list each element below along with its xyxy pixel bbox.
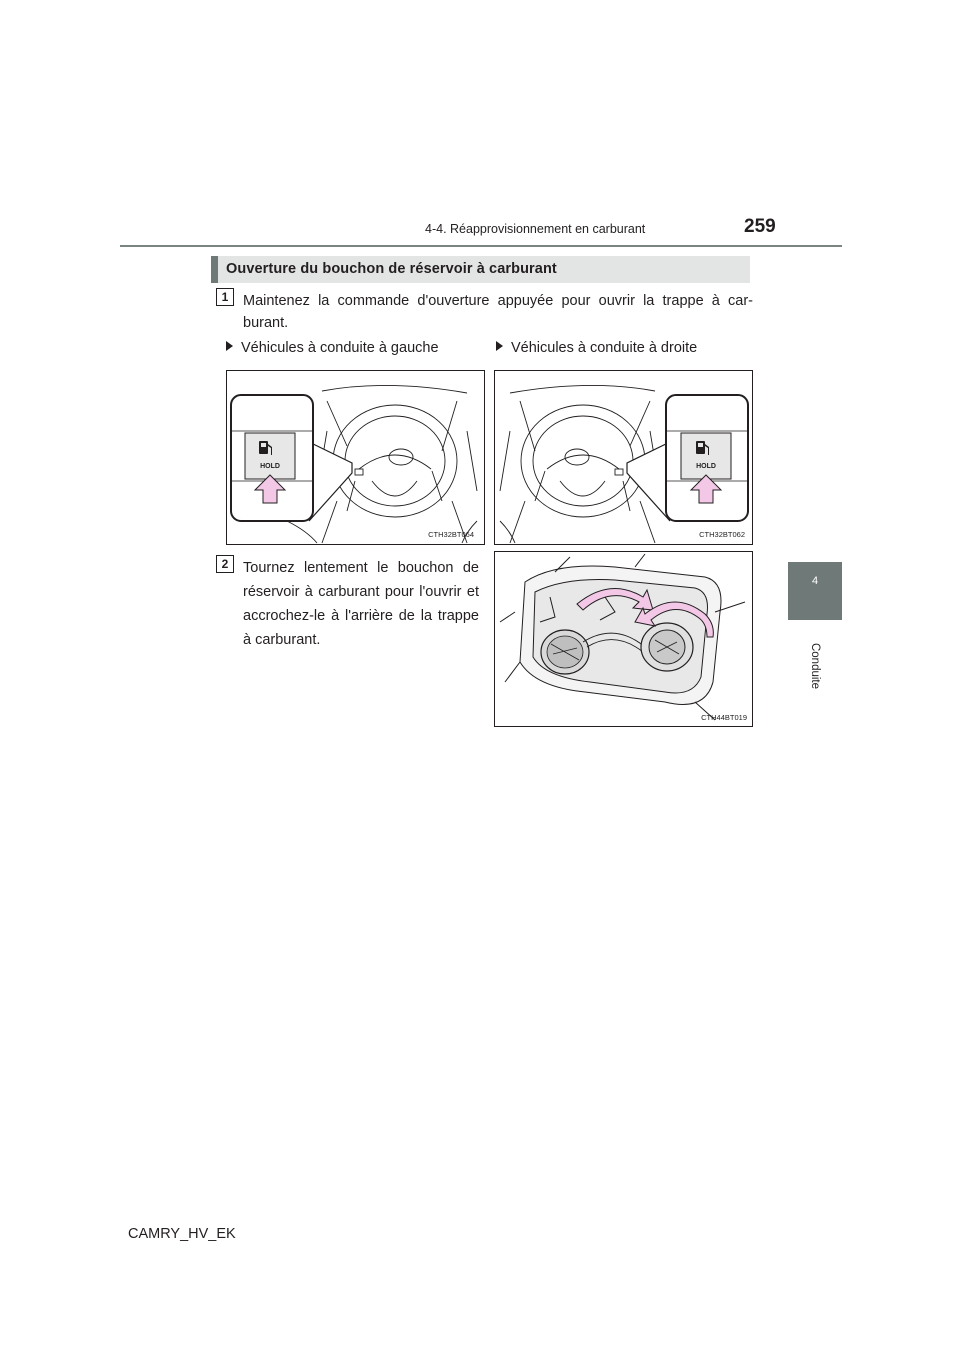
figure-code: CTH32BT062 — [699, 530, 745, 539]
step-badge-1: 1 — [216, 288, 234, 306]
section-heading: Ouverture du bouchon de réservoir à carb… — [226, 261, 557, 277]
filler-neck-icon — [640, 622, 694, 672]
figure-right-hand-drive: HOLD CTH32BT062 — [494, 370, 753, 545]
press-arrow-icon — [253, 474, 287, 504]
press-arrow-icon — [689, 474, 723, 504]
fuel-cap-illustration: CTH44BT019 — [499, 553, 747, 722]
chapter-tab-number: 4 — [811, 575, 819, 587]
variant-right-label: Véhicules à conduite à droite — [496, 340, 697, 356]
rotate-arrow-icon — [634, 601, 714, 638]
variant-left-label: Véhicules à conduite à gauche — [226, 340, 439, 356]
figure-code: CTH44BT019 — [701, 713, 747, 722]
section-heading-bar — [211, 256, 750, 283]
dashboard-illustration: HOLD CTH32BT062 — [499, 385, 749, 544]
figure-left-hand-drive: HOLD CTH32BT064 — [226, 370, 485, 545]
chapter-tab — [788, 562, 842, 620]
dashboard-illustration: HOLD CTH32BT064 — [230, 385, 478, 544]
fuel-pump-icon — [696, 441, 709, 455]
figure-code: CTH32BT064 — [428, 530, 474, 539]
header-section-title: 4-4. Réapprovisionnement en carburant — [425, 222, 646, 236]
bullet-triangle-icon — [226, 341, 233, 351]
hold-button-label: HOLD — [696, 463, 716, 470]
step-2-text: Tournez lentement le bouchon de réservoi… — [243, 560, 479, 648]
step-1-text: Maintenez la commande d'ouverture appuyé… — [243, 293, 753, 331]
figure-fuel-cap: CTH44BT019 — [494, 551, 753, 727]
bullet-triangle-icon — [496, 341, 503, 351]
step-badge-2: 2 — [216, 555, 234, 573]
fuel-pump-icon — [259, 441, 272, 455]
page-number: 259 — [744, 216, 776, 237]
section-heading-accent — [211, 256, 218, 283]
fuel-cap-icon — [540, 629, 590, 675]
hold-button-label: HOLD — [260, 463, 280, 470]
footer-model-code: CAMRY_HV_EK — [128, 1226, 236, 1242]
header-rule — [120, 245, 842, 247]
chapter-tab-label: Conduite — [809, 642, 821, 690]
